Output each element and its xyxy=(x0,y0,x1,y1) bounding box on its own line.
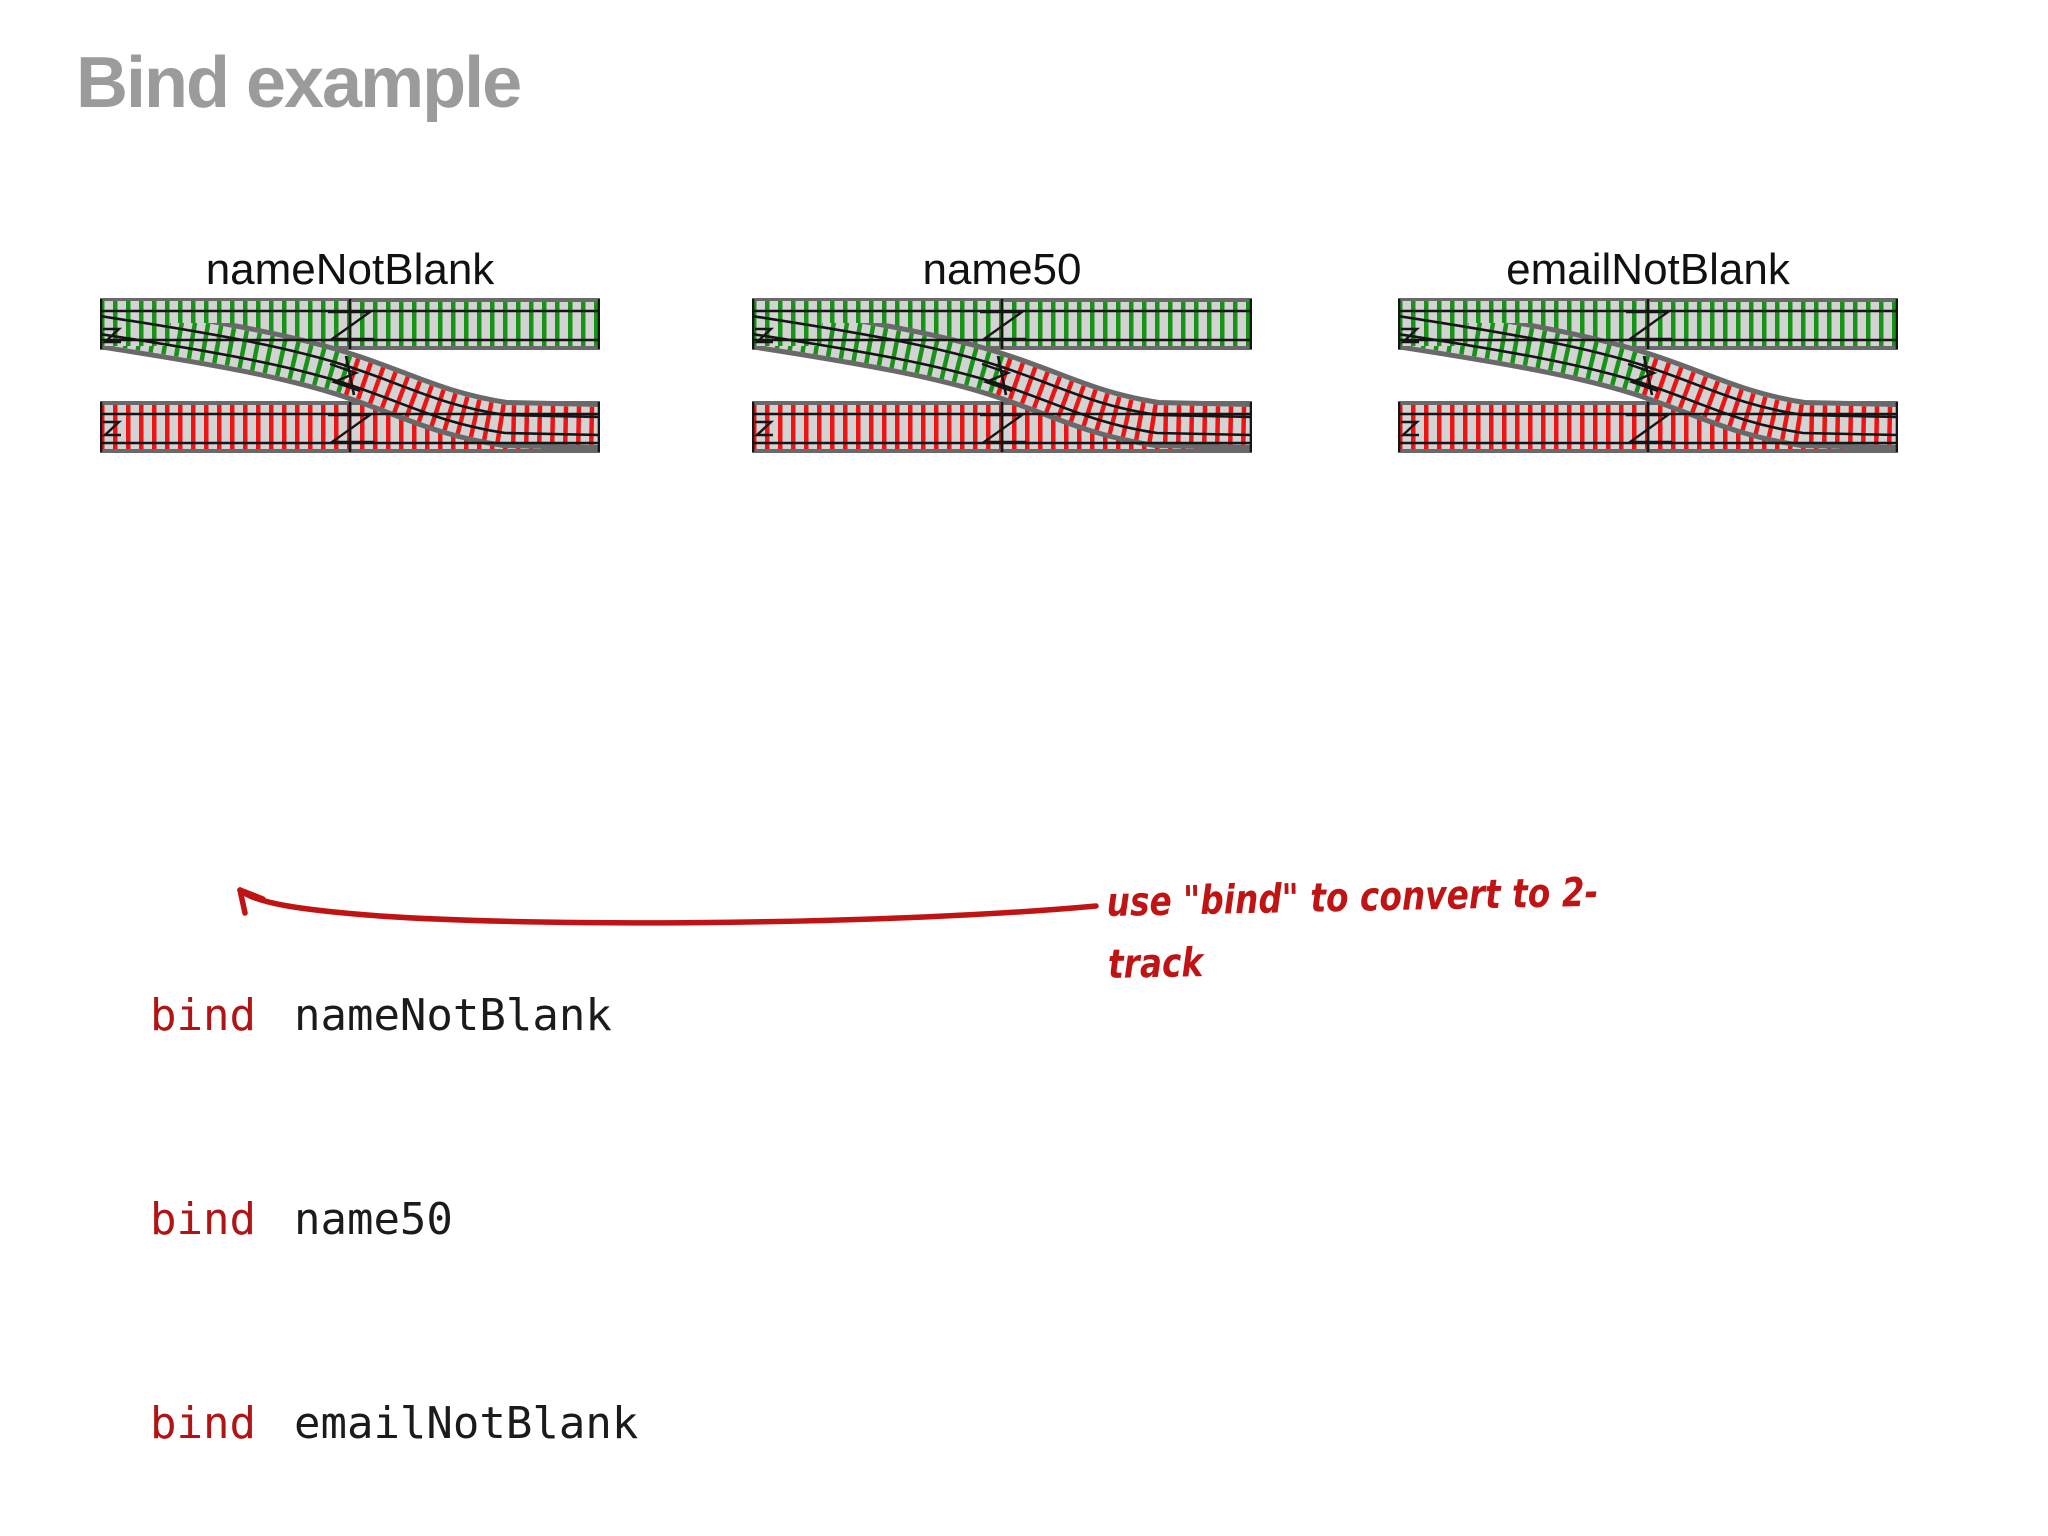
code-line: bind nameNotBlank xyxy=(150,982,638,1050)
railway-switch-image xyxy=(1398,298,1898,453)
code-block: bind nameNotBlank bind name50 bind emailNot… xyxy=(150,846,638,1536)
page-title: Bind example xyxy=(76,43,522,123)
code-argument: emailNotBlank xyxy=(293,1398,639,1449)
handwritten-note-line1: use "bind" to convert to 2- xyxy=(1106,869,1599,926)
code-argument: name50 xyxy=(293,1194,453,1245)
railway-switch-image xyxy=(752,298,1252,453)
diagram-label: nameNotBlank xyxy=(205,245,495,294)
diagram-label: name50 xyxy=(922,245,1082,294)
code-argument: nameNotBlank xyxy=(293,990,612,1041)
code-line: bind emailNotBlank xyxy=(150,1390,638,1458)
code-line: bind name50 xyxy=(150,1186,638,1254)
diagram-label: emailNotBlank xyxy=(1506,245,1790,294)
diagram-emailNotBlank: emailNotBlank xyxy=(1398,246,1898,453)
diagram-name50: name50 xyxy=(752,246,1252,453)
diagram-nameNotBlank: nameNotBlank xyxy=(100,246,600,453)
handwritten-note-line2: track xyxy=(1107,939,1204,988)
bind-keyword: bind xyxy=(150,990,256,1041)
railway-switch-image xyxy=(100,298,600,453)
bind-keyword: bind xyxy=(150,1398,256,1449)
bind-keyword: bind xyxy=(150,1194,256,1245)
handwritten-note: use "bind" to convert to 2- track xyxy=(1106,862,1600,996)
